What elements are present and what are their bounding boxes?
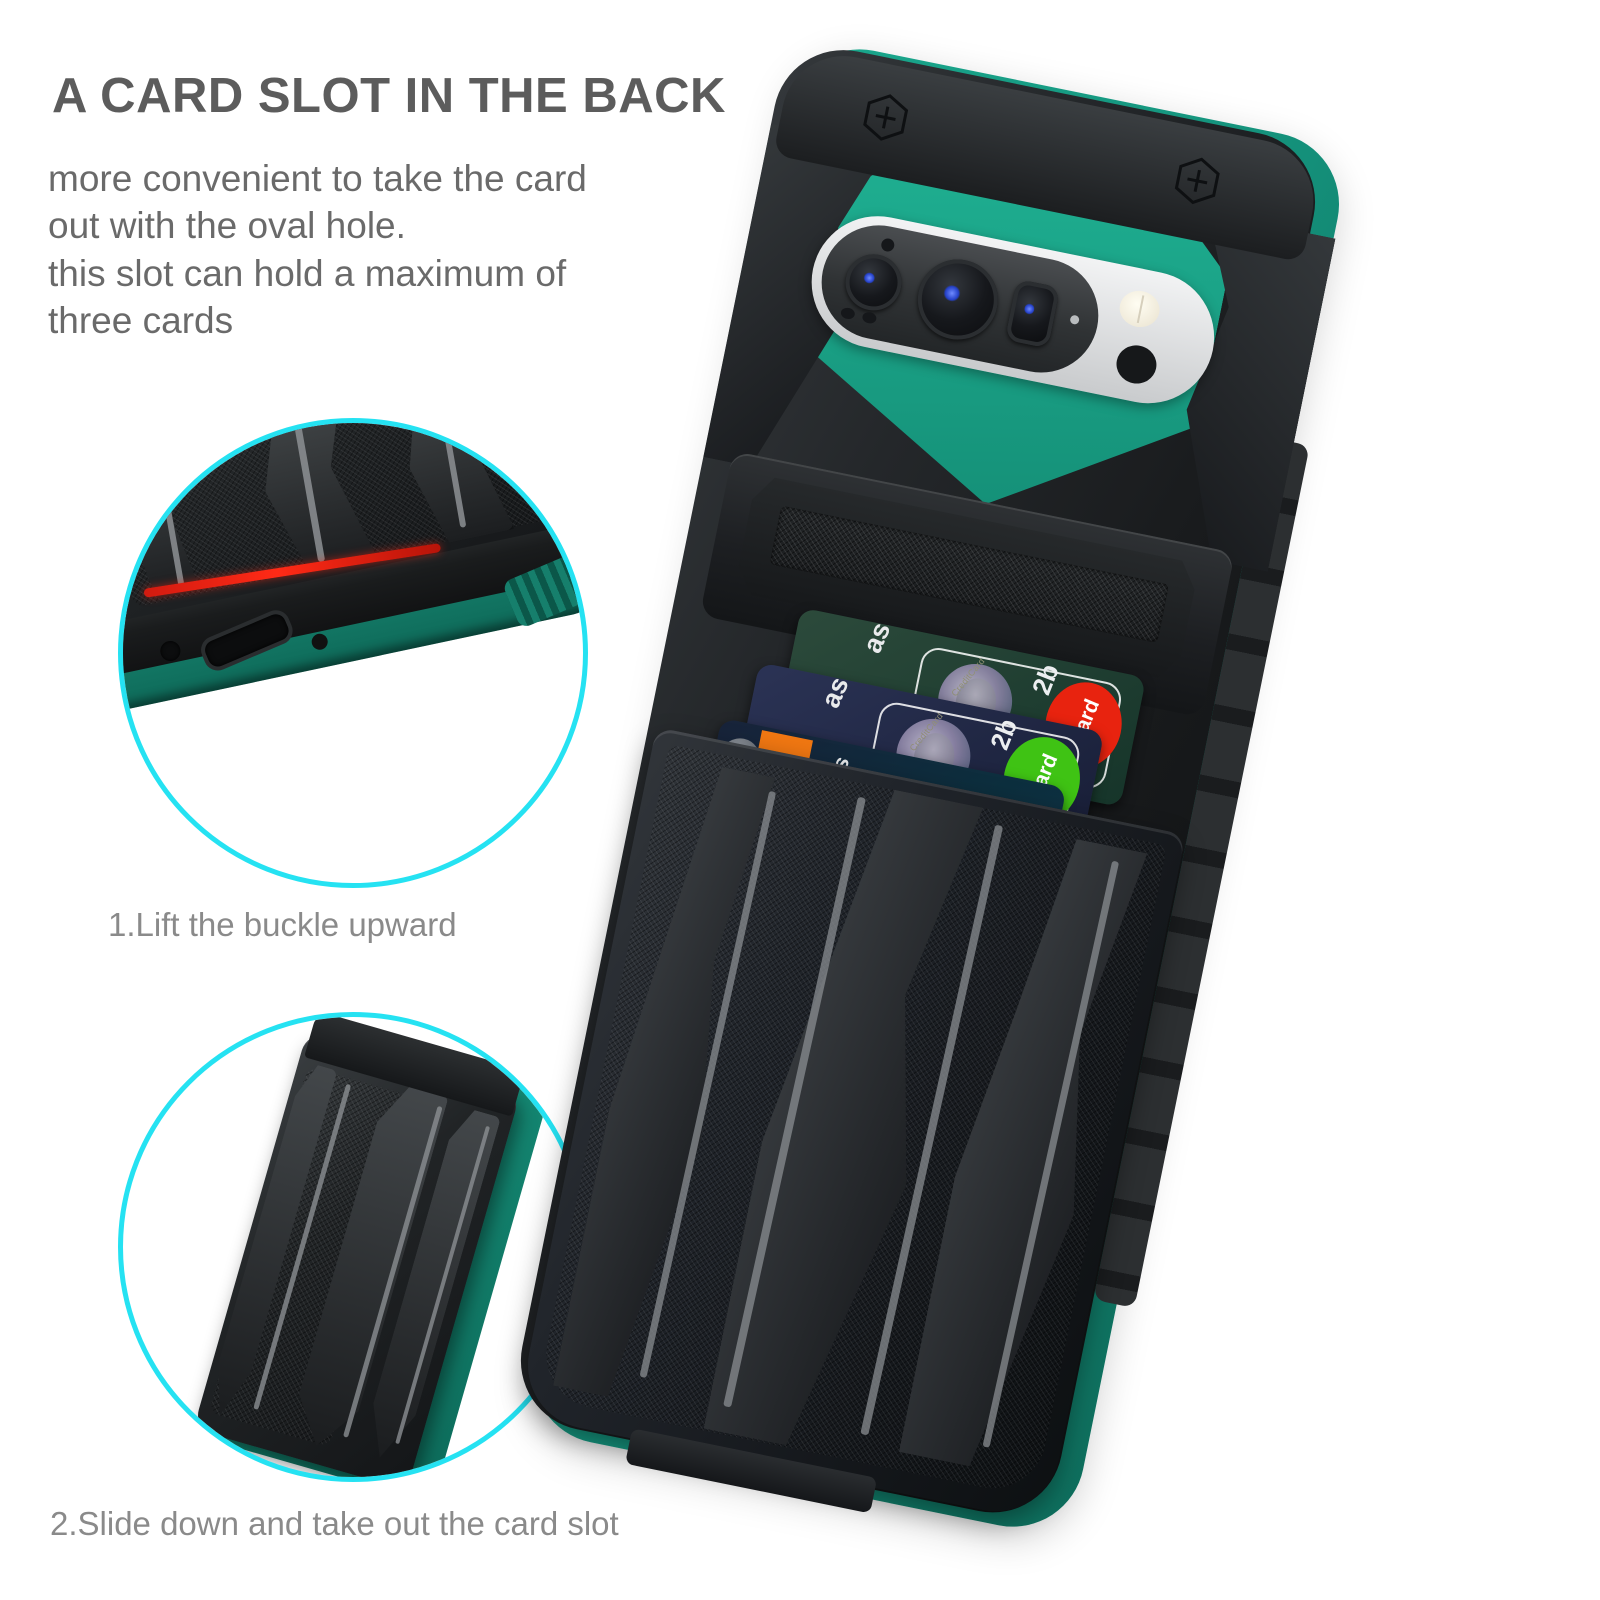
camera-sensor-dot-icon [861, 310, 878, 325]
camera-lens-2 [910, 252, 1005, 347]
description-line-2: out with the oval hole. [48, 205, 406, 247]
case-bottom-illustration [123, 423, 583, 810]
page-title: A CARD SLOT IN THE BACK [52, 69, 726, 123]
phone-case-product-image: ass CreditCard 2b itCard ass CreditCard … [508, 18, 1372, 1578]
step-2-caption: 2.Slide down and take out the card slot [50, 1505, 619, 1542]
camera-flash-icon [1116, 287, 1163, 331]
camera-mic-dot-icon [880, 237, 896, 253]
step-2-detail-circle [118, 1012, 588, 1482]
camera-aux-sensor-icon [1113, 341, 1160, 388]
step-1-detail-circle [118, 418, 588, 888]
step-1-caption: 1.Lift the buckle upward [108, 906, 457, 943]
hex-screw-icon [863, 94, 909, 141]
card-tray-illustration [193, 1017, 550, 1477]
phone-body: ass CreditCard 2b itCard ass CreditCard … [508, 36, 1352, 1540]
camera-lens-1 [840, 249, 907, 316]
camera-lens-3 [1004, 278, 1061, 349]
description-line-3: this slot can hold a maximum of [48, 252, 567, 294]
camera-led-dot-icon [1069, 314, 1080, 326]
product-description: more convenient to take the card out wit… [48, 155, 808, 344]
camera-sensor-dot-icon [839, 306, 856, 321]
hex-screw-icon [1174, 157, 1220, 205]
description-line-4: three cards [48, 300, 234, 342]
description-line-1: more convenient to take the card [48, 158, 587, 199]
